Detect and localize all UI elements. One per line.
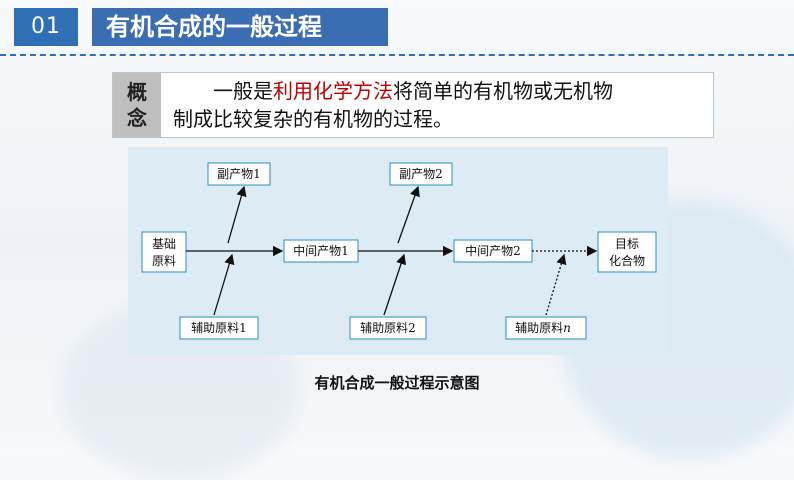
label-auxn-suffix: n xyxy=(563,321,571,335)
concept-text-line2: 制成比较复杂的有机物的过程。 xyxy=(173,107,453,131)
label-target-1: 目标 xyxy=(615,237,639,251)
arrow-to-byproduct1 xyxy=(227,185,247,244)
concept-text: 一般是利用化学方法将简单的有机物或无机物 制成比较复杂的有机物的过程。 xyxy=(173,77,713,133)
node-target xyxy=(597,231,657,273)
page-title: 有机合成的一般过程 xyxy=(92,8,388,46)
arrow-from-aux1 xyxy=(213,253,235,316)
node-aux1 xyxy=(179,316,259,340)
concept-tag-line2: 念 xyxy=(127,106,147,130)
label-aux1: 辅助原料1 xyxy=(191,321,247,335)
concept-tag: 概 念 xyxy=(113,73,161,137)
label-intermediate2: 中间产物2 xyxy=(465,243,521,258)
node-aux2 xyxy=(349,316,427,340)
section-number: 01 xyxy=(14,8,78,46)
label-aux2: 辅助原料2 xyxy=(360,321,416,335)
concept-box: 概 念 一般是利用化学方法将简单的有机物或无机物 制成比较复杂的有机物的过程。 xyxy=(112,72,714,138)
synthesis-diagram: 基础 原料 中间产物1 中间产物2 目标 化合物 副产物1 副产物2 辅助原料1… xyxy=(128,147,668,355)
diagram-svg: 基础 原料 中间产物1 中间产物2 目标 化合物 副产物1 副产物2 辅助原料1… xyxy=(141,162,657,340)
arrow-to-byproduct2 xyxy=(397,185,420,244)
diagram-caption: 有机合成一般过程示意图 xyxy=(314,374,480,392)
label-start-1: 基础 xyxy=(152,237,176,251)
node-byproduct1 xyxy=(207,162,271,186)
label-byproduct2: 副产物2 xyxy=(399,167,443,181)
node-start xyxy=(141,231,187,273)
label-intermediate1: 中间产物1 xyxy=(293,243,349,258)
label-auxn-text: 辅助原料 xyxy=(515,321,563,335)
concept-highlight: 利用化学方法 xyxy=(273,79,393,103)
label-byproduct1: 副产物1 xyxy=(217,167,261,181)
concept-tag-line1: 概 xyxy=(127,80,147,104)
label-start-2: 原料 xyxy=(152,254,176,268)
node-auxn xyxy=(505,316,587,340)
arrow-from-aux2 xyxy=(383,253,407,316)
concept-text-before: 一般是 xyxy=(213,79,273,103)
header-divider xyxy=(0,54,794,56)
header-bar: 01 有机合成的一般过程 xyxy=(0,0,794,52)
label-target-2: 化合物 xyxy=(609,253,645,268)
node-byproduct2 xyxy=(389,162,453,186)
concept-text-after: 将简单的有机物或无机物 xyxy=(393,79,613,103)
arrow-from-auxn xyxy=(545,253,567,316)
label-auxn: 辅助原料n xyxy=(515,321,571,335)
